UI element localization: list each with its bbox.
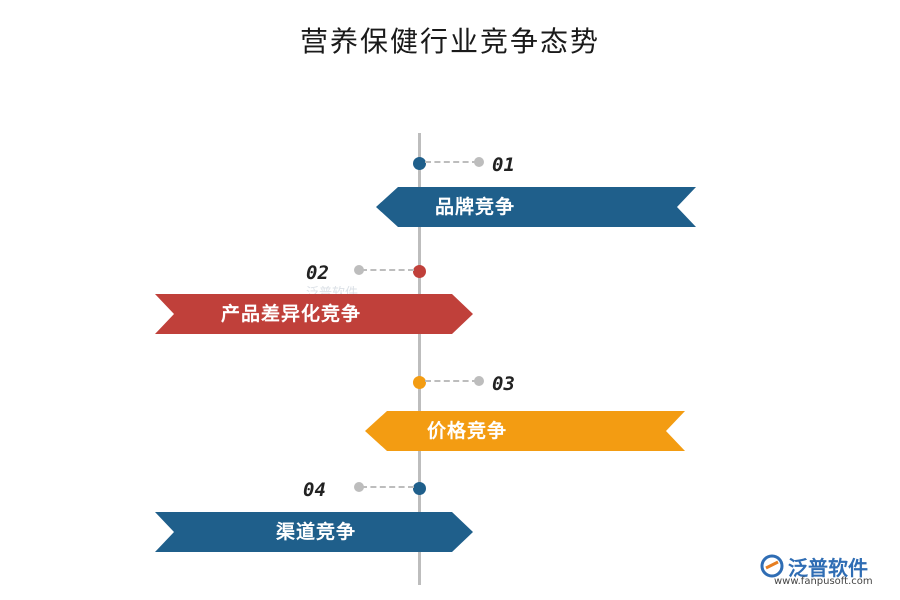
brand-url: www.fanpusoft.com	[774, 576, 873, 587]
banner-shape-03	[365, 411, 685, 451]
connector-dot-04	[354, 482, 364, 492]
banner-03: 价格竞争	[365, 411, 685, 451]
banner-label-02: 产品差异化竞争	[221, 303, 362, 325]
banner-shape-04	[155, 512, 473, 552]
banner-02: 产品差异化竞争	[155, 294, 473, 334]
connector-03	[425, 380, 478, 382]
banner-04: 渠道竞争	[155, 512, 473, 552]
connector-dot-02	[354, 265, 364, 275]
timeline-node-03	[412, 375, 426, 389]
connector-dot-03	[474, 376, 484, 386]
banner-label-03: 价格竞争	[427, 420, 508, 442]
item-number-02: 02	[306, 262, 329, 284]
connector-dot-01	[474, 157, 484, 167]
timeline-node-02	[412, 264, 426, 278]
connector-02	[361, 269, 414, 271]
page-title: 营养保健行业竞争态势	[299, 25, 600, 58]
brand-logo-icon	[760, 554, 784, 578]
connector-01	[425, 161, 478, 163]
banner-label-01: 品牌竞争	[435, 196, 516, 218]
banner-01: 品牌竞争	[376, 187, 696, 227]
timeline-node-01	[412, 156, 426, 170]
brand-name: 泛普软件	[788, 556, 868, 580]
connector-04	[361, 486, 414, 488]
banner-shape-02	[155, 294, 473, 334]
item-number-04: 04	[303, 479, 326, 501]
item-number-01: 01	[492, 154, 515, 176]
timeline-node-04	[412, 481, 426, 495]
timeline-axis	[418, 133, 421, 585]
brand-logo-block: 泛普软件 www.fanpusoft.com	[760, 552, 890, 588]
banner-label-04: 渠道竞争	[276, 521, 357, 543]
item-number-03: 03	[492, 373, 515, 395]
banner-shape-01	[376, 187, 696, 227]
